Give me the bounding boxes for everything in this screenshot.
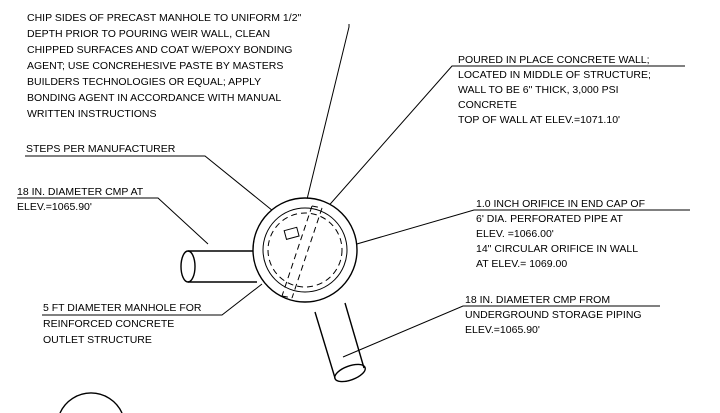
note-chip-sides-line: AGENT; USE CONCREHESIVE PASTE BY MASTERS	[27, 60, 283, 72]
note-orifice-line: AT ELEV.= 1069.00	[476, 258, 567, 270]
manhole-outer-wall	[252, 197, 358, 303]
note-chip-sides-line: CHIPPED SURFACES AND COAT W/EPOXY BONDIN…	[27, 44, 292, 56]
note-chip-sides-line: CHIP SIDES OF PRECAST MANHOLE TO UNIFORM…	[27, 12, 302, 24]
note-chip-sides-line: BUILDERS TECHNOLOGIES OR EQUAL; APPLY	[27, 76, 261, 88]
manhole-steps	[283, 226, 300, 240]
note-poured-wall: POURED IN PLACE CONCRETE WALL; LOCATED I…	[458, 54, 651, 126]
note-orifice-line: 1.0 INCH ORIFICE IN END CAP OF	[476, 198, 645, 210]
leader-cmp-outlet	[342, 305, 660, 358]
note-cmp-outlet-line: UNDERGROUND STORAGE PIPING	[465, 309, 642, 321]
note-chip-sides: CHIP SIDES OF PRECAST MANHOLE TO UNIFORM…	[27, 12, 302, 120]
outlet-pipe	[314, 302, 366, 383]
note-chip-sides-line: WRITTEN INSTRUCTIONS	[27, 108, 157, 120]
manhole-inner-wall	[262, 207, 348, 293]
note-orifice-line: 14" CIRCULAR ORIFICE IN WALL	[476, 243, 638, 255]
note-cmp-outlet-line: ELEV.=1065.90'	[465, 324, 540, 336]
note-poured-wall-line: POURED IN PLACE CONCRETE WALL;	[458, 54, 650, 66]
note-poured-wall-line: CONCRETE	[458, 99, 517, 111]
note-cmp-inlet: 18 IN. DIAMETER CMP AT ELEV.=1065.90'	[17, 186, 144, 213]
note-poured-wall-line: TOP OF WALL AT ELEV.=1071.10'	[458, 114, 620, 126]
note-manhole: 5 FT DIAMETER MANHOLE FOR REINFORCED CON…	[43, 302, 202, 346]
detail-bubble	[59, 392, 123, 413]
note-cmp-outlet-line: 18 IN. DIAMETER CMP FROM	[465, 294, 610, 306]
manhole-structure	[252, 197, 358, 303]
note-poured-wall-line: WALL TO BE 6" THICK, 3,000 PSI	[458, 84, 619, 96]
note-steps: STEPS PER MANUFACTURER	[26, 143, 176, 155]
leader-chip-sides	[299, 24, 350, 229]
leader-lines	[17, 24, 690, 358]
note-cmp-inlet-line: 18 IN. DIAMETER CMP AT	[17, 186, 144, 198]
note-orifice: 1.0 INCH ORIFICE IN END CAP OF 6' DIA. P…	[476, 198, 645, 270]
note-cmp-outlet: 18 IN. DIAMETER CMP FROM UNDERGROUND STO…	[465, 294, 642, 336]
leader-manhole	[42, 283, 263, 316]
note-chip-sides-line: BONDING AGENT IN ACCORDANCE WITH MANUAL	[27, 92, 281, 104]
leader-orifice	[311, 209, 690, 258]
note-cmp-inlet-line: ELEV.=1065.90'	[17, 201, 92, 213]
leader-cmp-inlet	[17, 197, 209, 245]
weir-wall	[281, 205, 323, 299]
note-poured-wall-line: LOCATED IN MIDDLE OF STRUCTURE;	[458, 69, 651, 81]
note-manhole-line: 5 FT DIAMETER MANHOLE FOR	[43, 302, 202, 314]
leader-steps	[25, 155, 295, 229]
note-manhole-line: REINFORCED CONCRETE	[43, 318, 174, 330]
leader-poured-wall	[301, 65, 685, 237]
inlet-pipe	[180, 250, 257, 283]
note-orifice-line: 6' DIA. PERFORATED PIPE AT	[476, 213, 623, 225]
note-steps-line: STEPS PER MANUFACTURER	[26, 143, 176, 155]
note-manhole-line: OUTLET STRUCTURE	[43, 334, 152, 346]
note-orifice-line: ELEV. =1066.00'	[476, 228, 554, 240]
manhole-chipped-surface	[267, 212, 343, 288]
note-chip-sides-line: DEPTH PRIOR TO POURING WEIR WALL, CLEAN	[27, 28, 270, 40]
